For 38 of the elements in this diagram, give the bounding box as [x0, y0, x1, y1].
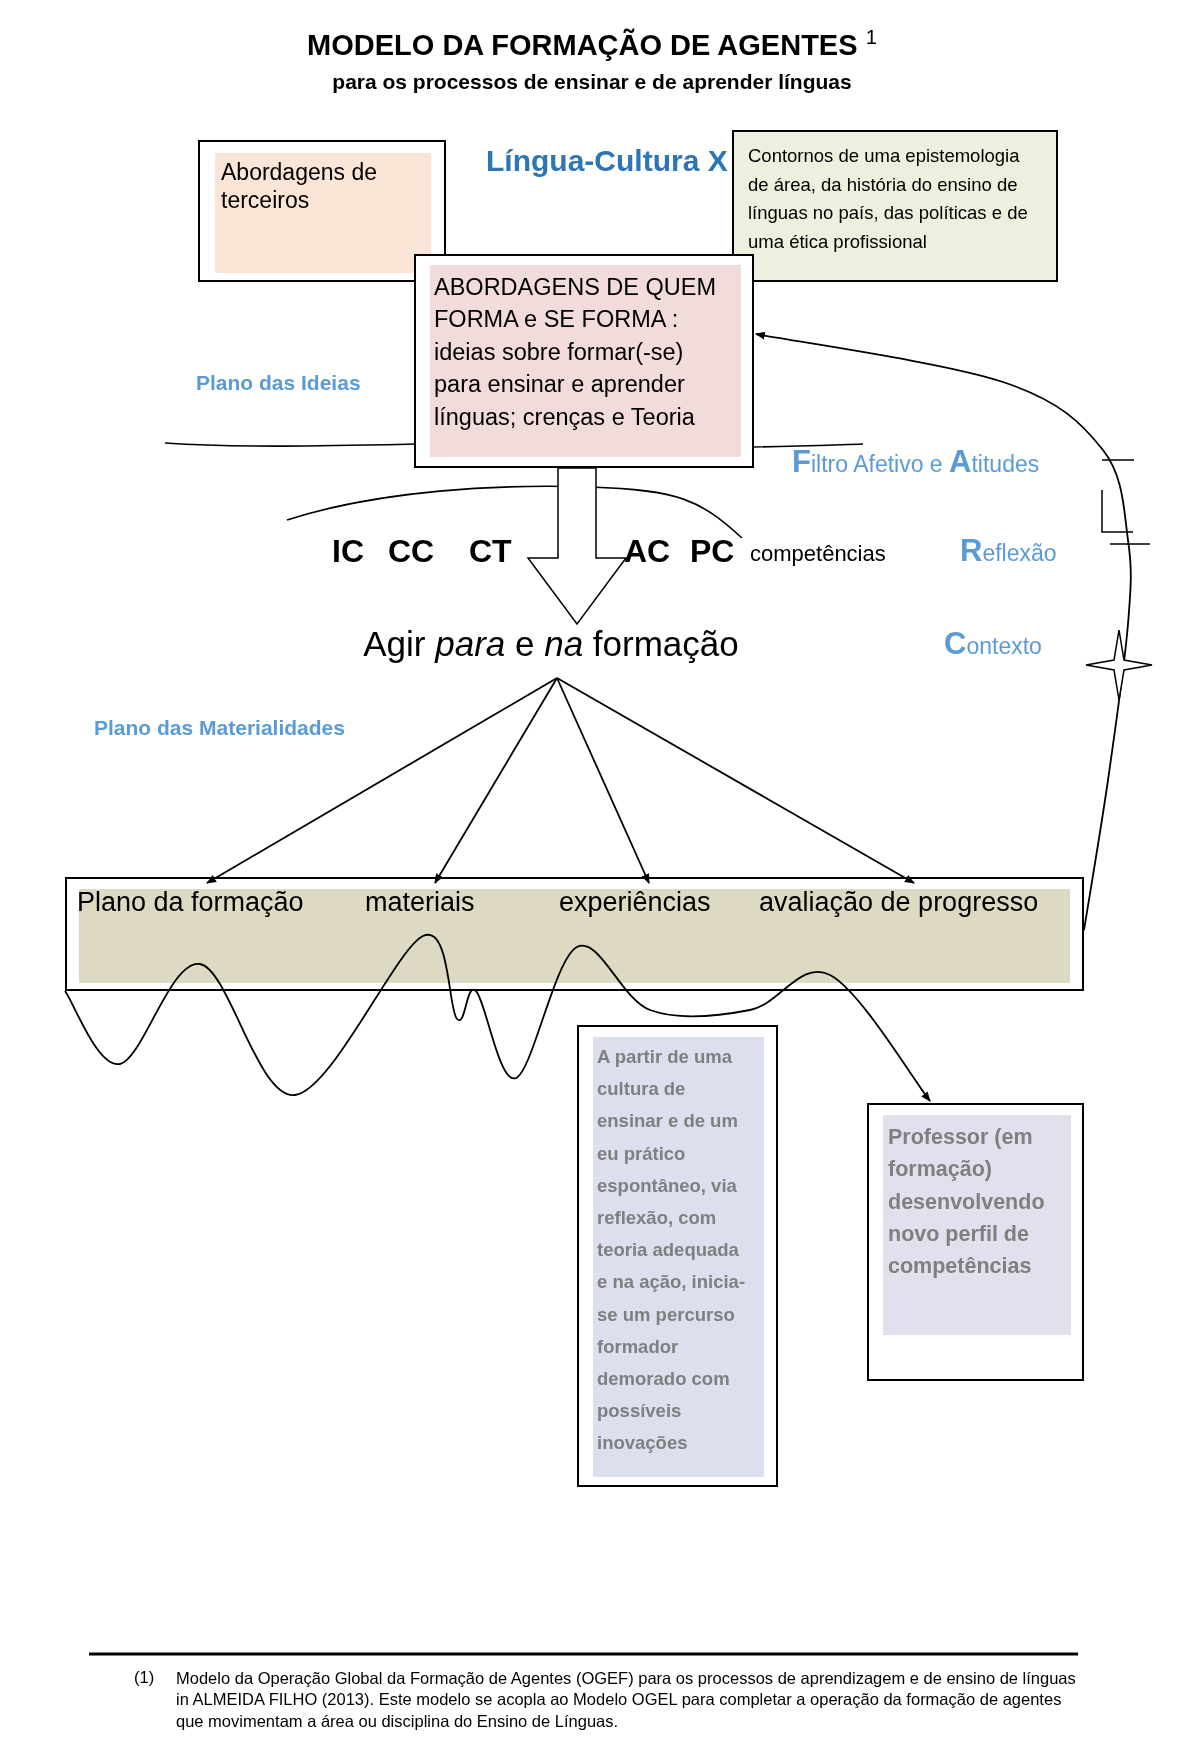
- plane-label: Plano das Materialidades: [94, 716, 345, 741]
- heading-label: Língua-Cultura X: [486, 144, 728, 179]
- competence-label: CT: [469, 533, 512, 570]
- arrow: [206, 677, 558, 884]
- arrow: [556, 677, 915, 884]
- band-text: materiais: [365, 887, 505, 918]
- title: MODELO DA FORMAÇÃO DE AGENTES $^{1}$: [306, 26, 878, 62]
- box-text: Contornos de uma epistemologia de área, da história do ensino de línguas no país, das políticas e de uma ética profissional: [748, 144, 1029, 254]
- band-text: avaliação de progresso: [759, 887, 1069, 918]
- arrow: [556, 677, 650, 884]
- box-text: Professor (em formação) desenvolvendo novo perfil de competências: [888, 1124, 1046, 1280]
- footnote-text: Modelo da Operação Global da Formação de Agentes (OGEF) para os processos de aprendizagem e de ensino de línguas in ALMEIDA FILHO (2013). Este modelo se acopla ao Modelo OGEL para completar a operação da formação de agentes que movimentam a área ou disciplina do Ensino de Línguas.: [176, 1668, 1076, 1732]
- competence-label: AC: [624, 533, 671, 570]
- bare-text: Agir para e na formação: [316, 624, 786, 676]
- footnote-number: (1): [134, 1668, 155, 1687]
- band-text: experiências: [559, 887, 739, 918]
- arrow: [64, 933, 931, 1102]
- factor-label: Contexto: [944, 626, 1042, 662]
- block-arrow: [526, 467, 628, 626]
- text-box: [732, 130, 1058, 282]
- box-text: Abordagens de terceiros: [221, 159, 378, 215]
- text-box: [577, 1025, 778, 1487]
- arrow: [755, 331, 1132, 931]
- text-box: [414, 254, 754, 468]
- factor-label: Filtro Afetivo e Atitudes: [792, 444, 1040, 480]
- band-box: [65, 877, 1084, 991]
- competence-label: CC: [388, 533, 435, 570]
- competence-label: IC: [332, 533, 364, 570]
- competence-label: PC: [690, 533, 735, 570]
- plane-label: Plano das Ideias: [196, 371, 361, 396]
- factor-label: Reflexão: [960, 533, 1057, 569]
- arrow: [434, 677, 558, 884]
- competence-label: competências: [750, 541, 886, 567]
- box-text: ABORDAGENS DE QUEM FORMA e SE FORMA : ideias sobre formar(-se) para ensinar e aprender línguas; crenças e Teoria: [434, 273, 718, 432]
- band-text: Plano da formação: [77, 887, 337, 918]
- box-text: A partir de uma cultura de ensinar e de um eu prático espontâneo, via reflexão, com teoria adequada e na ação, inicia-se um percurso formador demorado com possíveis inovações: [597, 1045, 747, 1456]
- subtitle: para os processos de ensinar e de aprender línguas: [331, 70, 853, 95]
- text-box: [867, 1103, 1084, 1381]
